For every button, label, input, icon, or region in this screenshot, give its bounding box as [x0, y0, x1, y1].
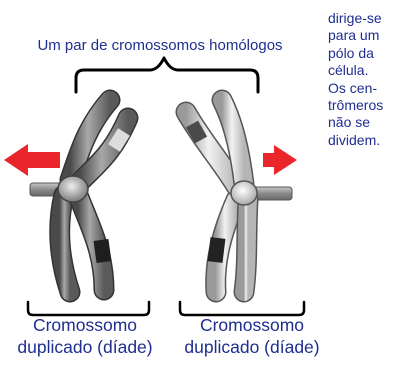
centromere-left [58, 176, 88, 202]
caption-right-line1: Cromossomo [167, 314, 337, 336]
chromosome-right [186, 100, 257, 292]
centromere-right [231, 181, 257, 205]
top-bracket [76, 58, 258, 92]
caption-left-line2: duplicado (díade) [0, 336, 170, 358]
caption-right: Cromossomo duplicado (díade) [167, 314, 337, 358]
caption-left: Cromossomo duplicado (díade) [0, 314, 170, 358]
arrow-left-icon [4, 144, 60, 176]
caption-left-line1: Cromossomo [0, 314, 170, 336]
arrow-right-icon [263, 145, 297, 175]
caption-right-line2: duplicado (díade) [167, 336, 337, 358]
chromosome-left [58, 100, 128, 292]
